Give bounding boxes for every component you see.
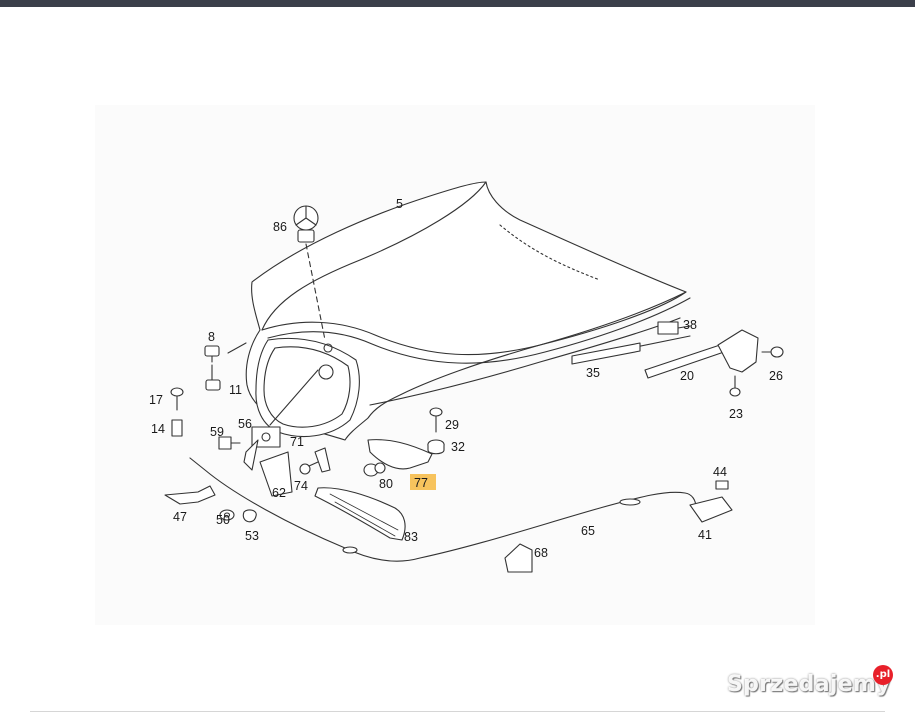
label-44: 44 (713, 465, 727, 479)
label-68: 68 (534, 546, 548, 560)
bolt-part-8 (204, 345, 220, 363)
hood-ornament-part (293, 205, 319, 243)
label-77: 77 (414, 476, 428, 490)
watermark-text: Sprzedajemy (727, 672, 891, 697)
label-47: 47 (173, 510, 187, 524)
latch-part-56 (243, 426, 281, 471)
grille-inner (263, 346, 351, 428)
star-emblem-grille (318, 364, 334, 380)
hood-center-crease (499, 224, 601, 281)
label-41: 41 (698, 528, 712, 542)
bolt-part-17 (170, 387, 184, 411)
label-11: 11 (229, 383, 242, 397)
hood-front-lip (267, 297, 691, 364)
hood-side-crease (261, 181, 487, 331)
washer-part-50 (219, 509, 235, 521)
label-53: 53 (245, 529, 259, 543)
label-35: 35 (586, 366, 600, 380)
clip-part-44 (715, 480, 729, 490)
handle-part-41 (689, 496, 733, 523)
hinge-assembly (717, 329, 759, 373)
label-56: 56 (238, 417, 252, 431)
label-74: 74 (294, 479, 308, 493)
label-29: 29 (445, 418, 459, 432)
clip-part-71 (314, 447, 331, 473)
label-65: 65 (581, 524, 595, 538)
leader-86 (305, 243, 326, 341)
leader-56 (269, 369, 319, 426)
bolt-part-26 (761, 346, 784, 358)
bracket-part-62 (259, 451, 293, 497)
guide-part-77 (367, 439, 433, 470)
clip-part-14 (171, 419, 183, 437)
label-80: 80 (379, 477, 393, 491)
label-38: 38 (683, 318, 697, 332)
bracket-part-68 (504, 543, 533, 573)
label-8: 8 (208, 330, 215, 344)
bolt-part-29 (429, 407, 443, 433)
bolt-part-11 (205, 364, 221, 391)
highlight-box-77 (410, 474, 436, 490)
cable-grommet (342, 546, 358, 554)
hood-front-edge (261, 291, 687, 356)
watermark-badge: .pl (873, 665, 893, 685)
trim-strip-part-83 (314, 487, 406, 541)
label-62: 62 (272, 486, 286, 500)
hood-lower-skirt (369, 317, 681, 406)
screw-part-59 (218, 436, 241, 450)
label-14: 14 (151, 422, 165, 436)
hinge-part-38 (657, 321, 691, 335)
leader-8 (227, 342, 247, 354)
label-59: 59 (210, 425, 224, 439)
hood-emblem-hole (323, 343, 333, 353)
release-cable (189, 457, 697, 562)
clip-part-53 (242, 509, 257, 523)
lever-part-47 (164, 485, 216, 505)
label-50: 50 (216, 513, 230, 527)
label-86: 86 (273, 220, 287, 234)
bolt-part-23 (729, 375, 741, 397)
screw-part-74 (299, 461, 319, 475)
grommet-part-80 (363, 462, 386, 477)
label-5: 5 (396, 197, 403, 211)
label-17: 17 (149, 393, 163, 407)
label-23: 23 (729, 407, 743, 421)
label-32: 32 (451, 440, 465, 454)
buffer-part-32 (427, 439, 445, 455)
bottom-divider (30, 711, 885, 712)
top-bar (0, 0, 915, 7)
cable-connector (619, 498, 641, 506)
label-71: 71 (290, 435, 304, 449)
label-20: 20 (680, 369, 694, 383)
label-26: 26 (769, 369, 783, 383)
label-83: 83 (404, 530, 418, 544)
